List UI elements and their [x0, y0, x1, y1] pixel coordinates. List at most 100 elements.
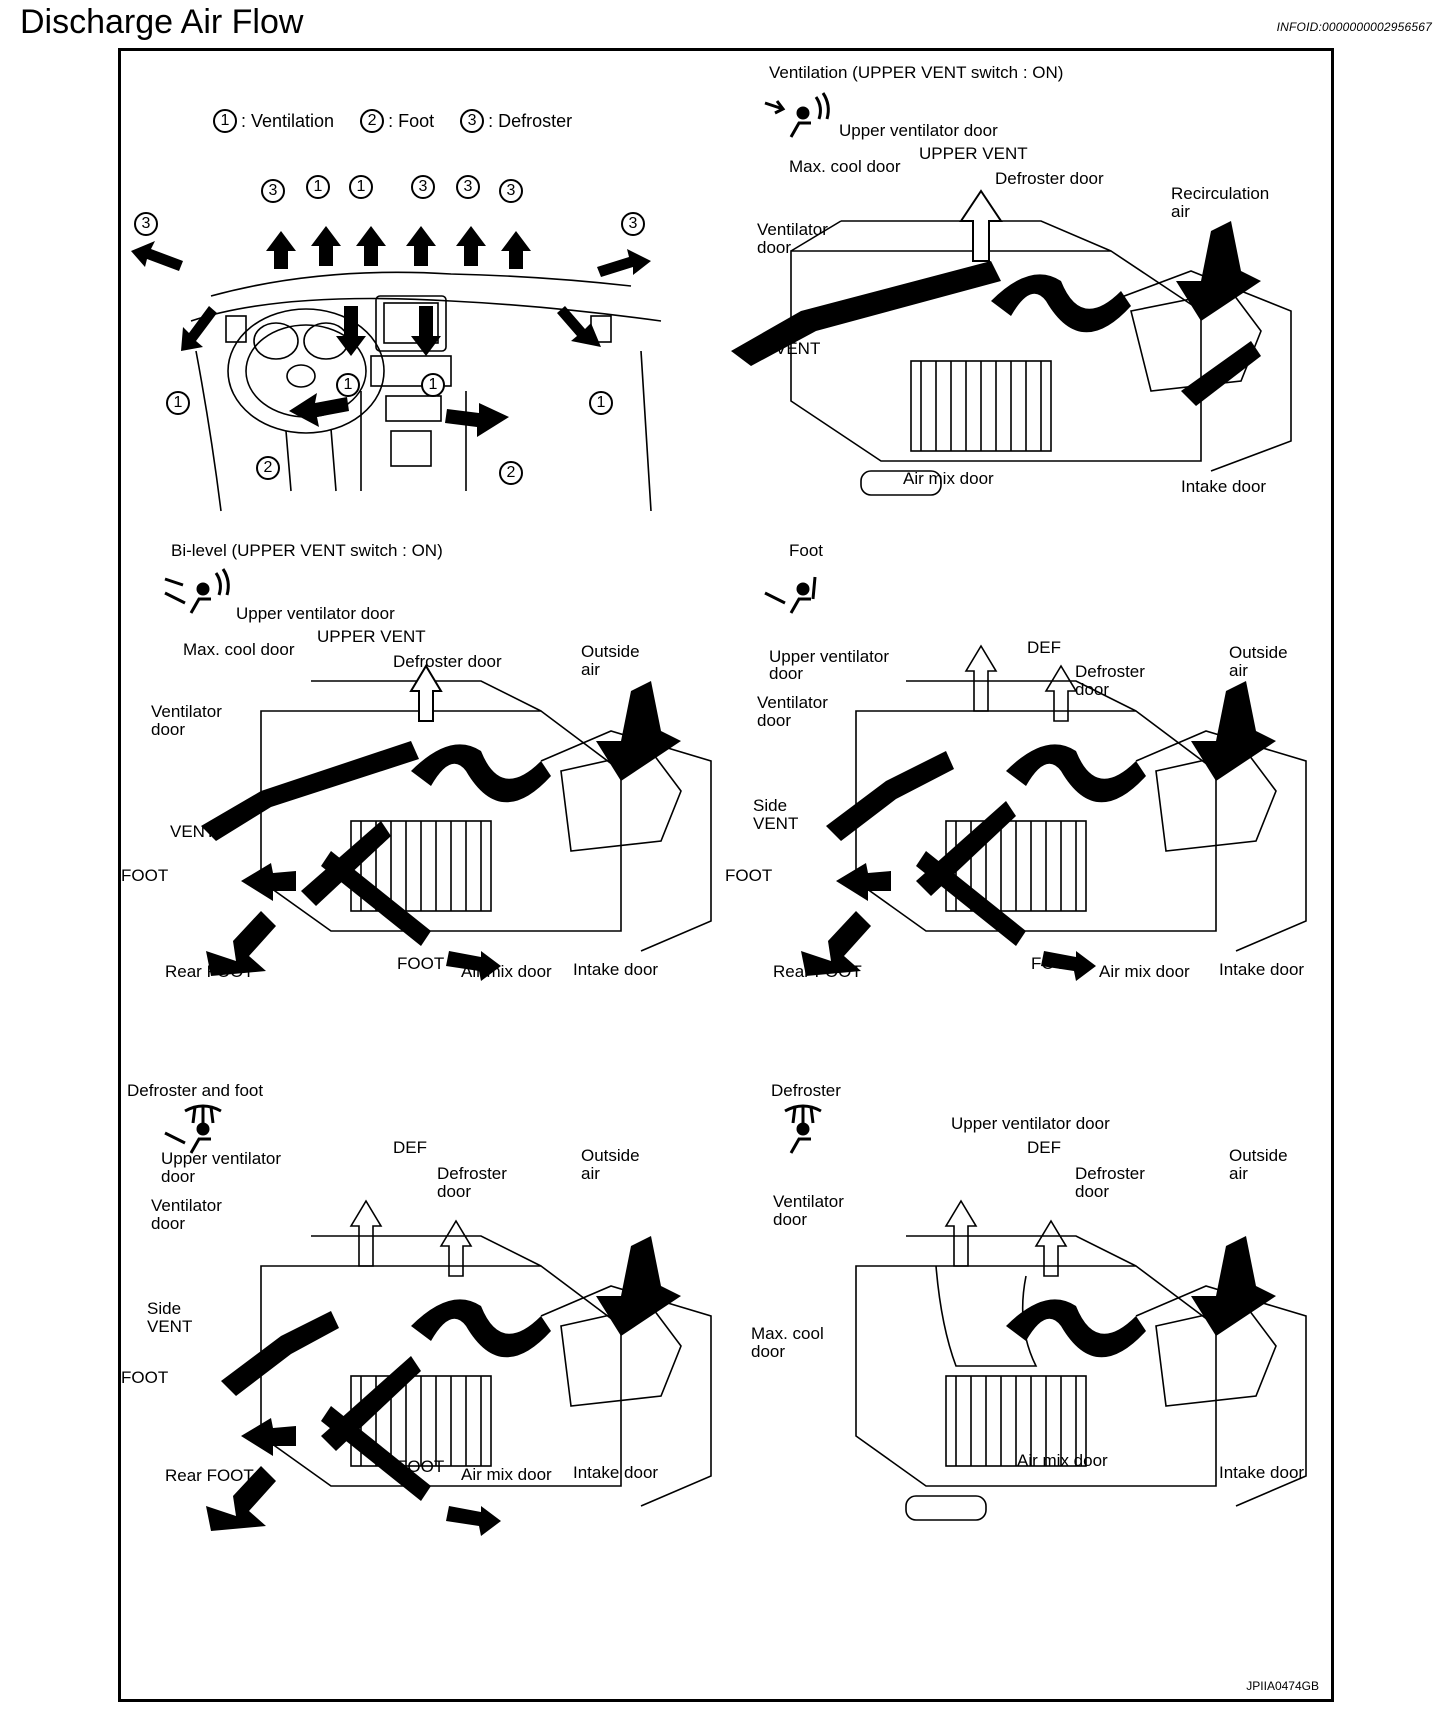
legend-ventilation: 1 : Ventilation	[213, 109, 334, 133]
label-defroster-door: Defroster	[1075, 1164, 1145, 1183]
marker-1: 1	[349, 175, 373, 199]
marker-1: 1	[589, 391, 613, 415]
label-upper-ventilator-door: Upper ventilator	[161, 1149, 282, 1168]
label-outside-air: air	[1229, 661, 1248, 680]
outlet-legend: 1 : Ventilation 2 : Foot 3 : Defroster	[213, 109, 572, 133]
marker-1: 3	[411, 175, 435, 199]
label-ventilator-door: Ventilator	[151, 702, 222, 721]
marker-3: 3	[456, 175, 480, 199]
label-def: DEF	[393, 1138, 427, 1157]
label-defroster-door: door	[437, 1182, 472, 1201]
label-ventilator-door: Ventilator	[773, 1192, 844, 1211]
label-ventilator-door: door	[151, 1214, 186, 1233]
label-rear-foot: Rear FOOT	[165, 1466, 254, 1485]
label-rear-foot: Rear FOOT	[165, 962, 254, 981]
marker-3: 1	[306, 175, 330, 199]
label-air-mix-door: Air mix door	[903, 469, 994, 488]
label-defroster-door: door	[1075, 1182, 1110, 1201]
panel-title-bilevel: Bi-level (UPPER VENT switch : ON)	[171, 541, 443, 560]
page-title: Discharge Air Flow	[20, 3, 304, 41]
label-intake-door: Intake door	[1219, 1463, 1305, 1482]
label-side-vent: VENT	[147, 1317, 193, 1336]
label-foot: FOOT	[121, 1368, 169, 1387]
label-foot: FOOT	[121, 866, 169, 885]
legend-foot: 2 : Foot	[360, 109, 434, 133]
hvac-unit-defroster	[855, 1199, 1307, 1521]
marker-3: 3	[134, 212, 158, 236]
label-outside-air: Outside	[581, 1146, 640, 1165]
label-upper-ventilator-door: Upper ventilator door	[951, 1114, 1110, 1133]
label-intake-door: Intake door	[573, 1463, 659, 1482]
info-id: INFOID:0000000002956567	[1276, 20, 1432, 34]
panel-title-foot: Foot	[789, 541, 824, 560]
mode-icon-foot	[764, 576, 817, 614]
legend-defroster: 3 : Defroster	[460, 109, 572, 133]
label-recirculation-air: air	[1171, 202, 1190, 221]
label-intake-door: Intake door	[573, 960, 659, 979]
label-intake-door: Intake door	[1219, 960, 1305, 979]
label-upper-vent-door: Upper ventilator door	[839, 121, 998, 140]
marker-1: 1	[421, 373, 445, 397]
dashboard-drawing	[131, 226, 662, 512]
label-defroster-door: Defroster	[1075, 662, 1145, 681]
hvac-unit-defroster-foot	[206, 1199, 712, 1536]
label-defroster-door: Defroster door	[393, 652, 502, 671]
label-upper-ventilator-door: door	[769, 664, 804, 683]
label-max-cool-door: door	[751, 1342, 786, 1361]
marker-3: 3	[261, 179, 285, 203]
label-vent: VENT	[170, 822, 216, 841]
panel-title-defroster: Defroster	[771, 1081, 841, 1100]
label-foot: FOOT	[397, 1457, 445, 1476]
diagram-frame: 1 : Ventilation 2 : Foot 3 : Defroster	[118, 48, 1334, 1702]
marker-2: 2	[499, 461, 523, 485]
label-air-mix-door: Air mix door	[1099, 962, 1190, 981]
label-foot: FOOT	[1031, 954, 1079, 973]
hvac-unit-foot	[801, 644, 1307, 981]
label-ventilator-door: door	[773, 1210, 808, 1229]
label-ventilator-door: Ventilator	[757, 220, 828, 239]
mode-icon-defroster-foot	[164, 1104, 222, 1154]
label-intake-door: Intake door	[1181, 477, 1267, 496]
label-outside-air: air	[1229, 1164, 1248, 1183]
label-outside-air: Outside	[1229, 1146, 1288, 1165]
label-ventilator-door: Ventilator	[757, 693, 828, 712]
label-def: DEF	[1027, 638, 1061, 657]
label-outside-air: air	[581, 660, 600, 679]
mode-icon-bilevel	[164, 568, 230, 614]
label-upper-ventilator-door: Upper ventilator	[769, 647, 890, 666]
label-outside-air: Outside	[1229, 643, 1288, 662]
label-def: DEF	[1027, 1138, 1061, 1157]
label-air-mix-door: Air mix door	[461, 962, 552, 981]
label-defroster-door: Defroster	[437, 1164, 507, 1183]
label-defroster-door: door	[1075, 680, 1110, 699]
label-ventilator-door: door	[757, 238, 792, 257]
label-vent: VENT	[775, 339, 821, 358]
label-outside-air: air	[581, 1164, 600, 1183]
marker-3: 3	[621, 212, 645, 236]
label-rear-foot: Rear FOOT	[773, 962, 862, 981]
marker-1: 1	[336, 373, 360, 397]
marker-1: 1	[166, 391, 190, 415]
panel-title-ventilation: Ventilation (UPPER VENT switch : ON)	[769, 63, 1064, 82]
mode-icon-vent	[764, 92, 830, 138]
label-outside-air: Outside	[581, 642, 640, 661]
label-upper-vent: UPPER VENT	[919, 144, 1028, 163]
label-ventilator-door: Ventilator	[151, 1196, 222, 1215]
panel-title-defroster-and-foot: Defroster and foot	[127, 1081, 264, 1100]
label-foot: FOOT	[397, 954, 445, 973]
label-ventilator-door: door	[151, 720, 186, 739]
hvac-unit-bilevel	[201, 664, 712, 981]
label-ventilator-door: door	[757, 711, 792, 730]
label-upper-vent: UPPER VENT	[317, 627, 426, 646]
hvac-unit-ventilation	[731, 189, 1292, 496]
label-max-cool-door: Max. cool door	[183, 640, 295, 659]
marker-2: 2	[256, 456, 280, 480]
label-air-mix-door: Air mix door	[1017, 1451, 1108, 1470]
label-side-vent: Side	[753, 796, 788, 815]
mode-icon-defroster	[784, 1104, 822, 1154]
label-upper-ventilator-door: door	[161, 1167, 196, 1186]
label-max-cool-door: Max. cool	[751, 1324, 824, 1343]
label-foot: FOOT	[725, 866, 773, 885]
label-max-cool-door: Max. cool door	[789, 157, 901, 176]
figure-code: JPIIA0474GB	[1246, 1679, 1319, 1693]
